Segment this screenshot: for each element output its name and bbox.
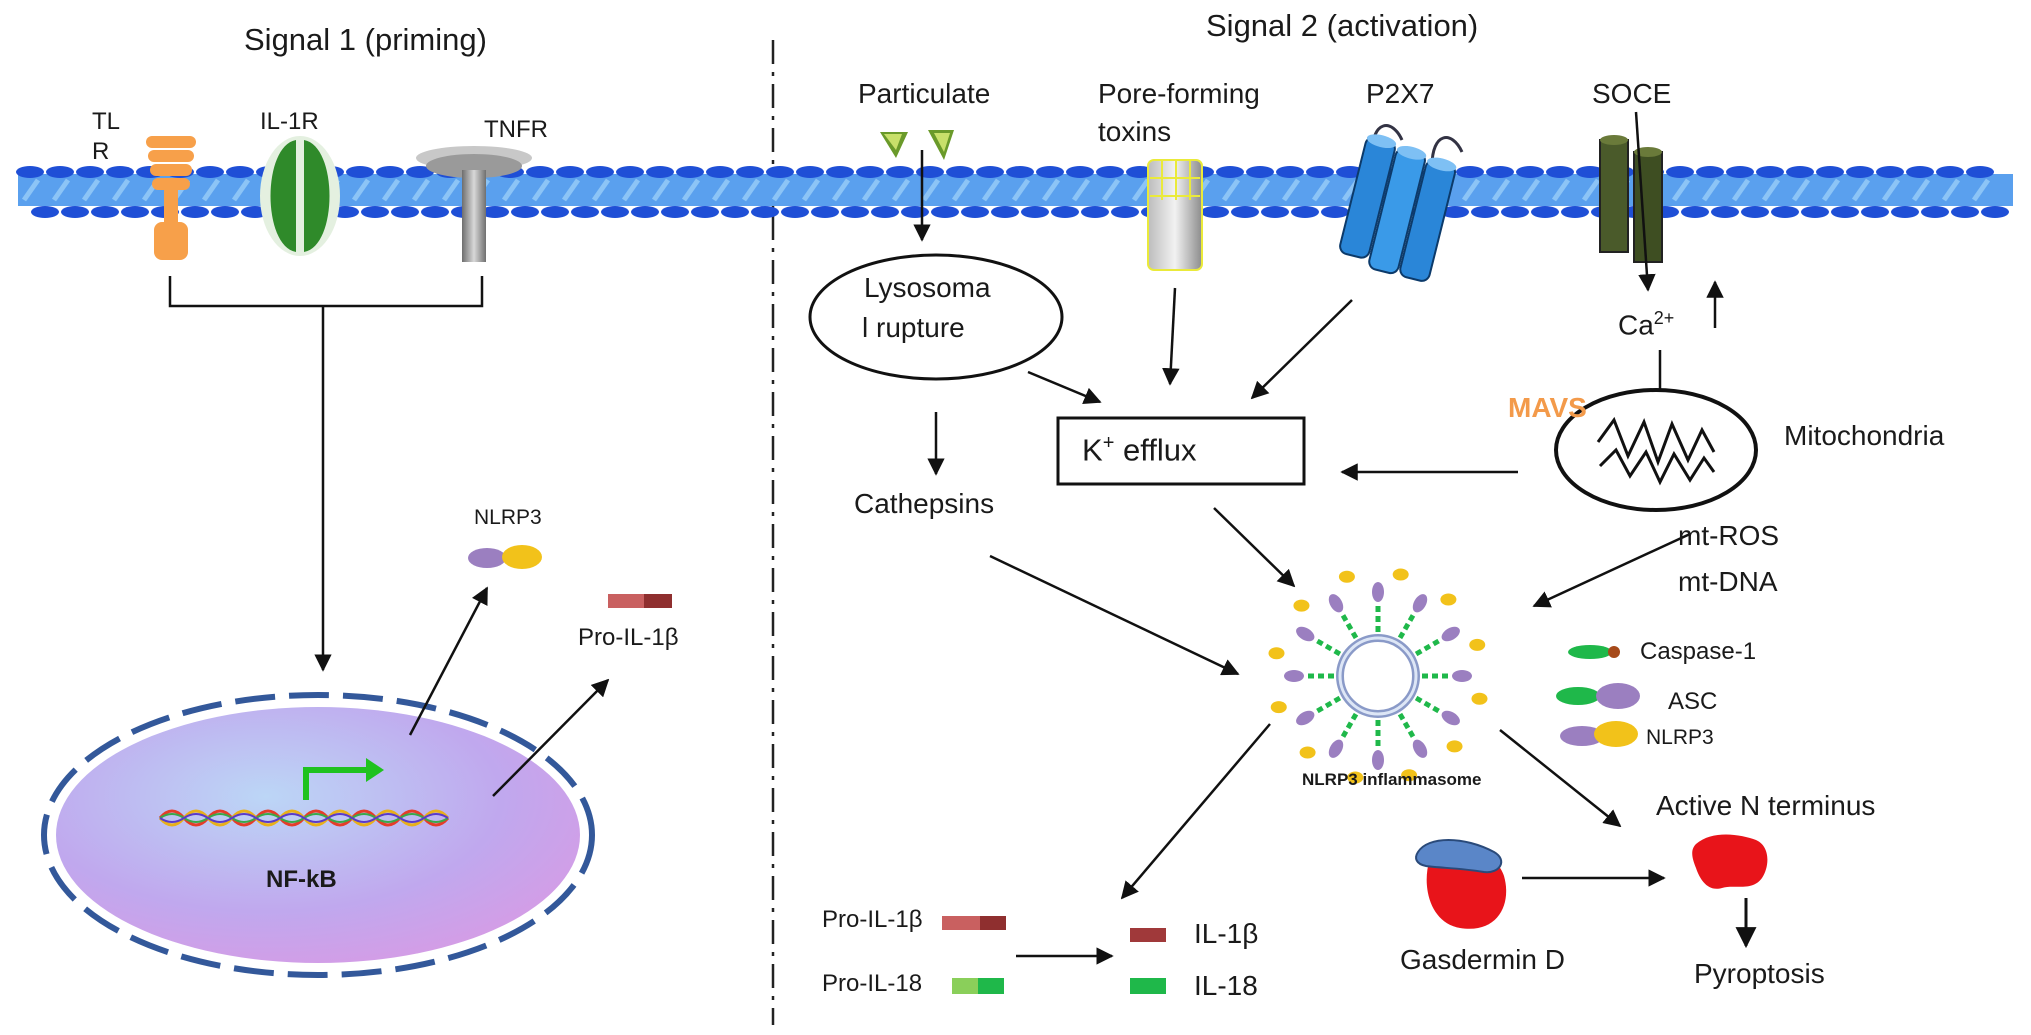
active-n-terminus-icon [1692, 834, 1768, 889]
soce-channel [1599, 135, 1663, 263]
tlr-receptor [146, 136, 196, 260]
arrow-kefflux-to-inflammasome [1213, 507, 1296, 588]
pyroptosis-label: Pyroptosis [1694, 958, 1825, 989]
tnfr-label: TNFR [484, 116, 548, 143]
gasdermin-d-label: Gasdermin D [1400, 944, 1565, 975]
caspase1-legend-icon [1568, 645, 1620, 659]
k-efflux-label: K+ efflux [1082, 432, 1197, 468]
mt-dna-label: mt-DNA [1678, 566, 1778, 597]
pore-forming-toxin [1147, 159, 1203, 271]
nlrp3-label: NLRP3 [474, 506, 542, 529]
mt-ros-label: mt-ROS [1678, 520, 1780, 551]
lysosome-ellipse [808, 253, 1064, 381]
arrow-soce-to-ca [1634, 111, 1656, 292]
cathepsins-label: Cathepsins [854, 488, 995, 519]
arrow-pore-to-kefflux [1162, 287, 1180, 386]
p2x7-label: P2X7 [1366, 78, 1435, 109]
tlr-label-line2: R [92, 138, 110, 165]
transcription-start-arrow [303, 767, 370, 800]
il18-bar [1130, 978, 1166, 994]
signal1-title: Signal 1 (priming) [244, 22, 487, 57]
il18-label: IL-18 [1194, 970, 1258, 1001]
pro-il1b-label: Pro-IL-1β [578, 624, 679, 651]
asc-label: ASC [1668, 688, 1718, 715]
transcription-arrowhead [366, 758, 384, 782]
il1b-label: IL-1β [1194, 918, 1259, 949]
particulate-label: Particulate [858, 78, 991, 109]
pore-forming-label-line1: Pore-forming [1098, 78, 1260, 109]
pro-il18-bottom-label: Pro-IL-18 [822, 970, 923, 997]
nlrp3-legend-icon [1560, 721, 1638, 747]
arrow-inflammasome-to-il [1120, 723, 1271, 900]
soce-label: SOCE [1592, 78, 1672, 109]
nlrp3-legend-label: NLRP3 [1646, 726, 1714, 749]
inflammasome-label: NLRP3 inflammasome [1302, 770, 1482, 789]
dna-helix [158, 809, 450, 827]
receptor-bracket [168, 276, 484, 308]
pro-il1b-bottom-label: Pro-IL-1β [822, 906, 923, 933]
active-n-terminus-label: Active N terminus [1656, 790, 1876, 821]
arrow-lysosome-to-kefflux [1027, 370, 1102, 405]
caspase1-label: Caspase-1 [1640, 638, 1757, 665]
pro-il1b-bar-bottom [942, 916, 1006, 930]
il1r-label: IL-1R [260, 108, 319, 135]
pore-forming-label-line2: toxins [1098, 116, 1172, 147]
nlrp3-icon [468, 545, 542, 569]
arrow-nucleus-to-nlrp3 [408, 586, 489, 736]
asc-legend-icon [1556, 683, 1640, 709]
calcium-label: Ca2+ [1618, 308, 1675, 341]
arrow-nucleus-to-pro-il1b [492, 678, 610, 797]
lysosomal-label-line1: Lysosoma [864, 272, 991, 303]
nucleus [41, 692, 595, 978]
mitochondrion [1554, 388, 1758, 512]
mavs-label: MAVS [1508, 392, 1587, 423]
k-efflux-box [1056, 416, 1306, 486]
mitochondria-label: Mitochondria [1784, 420, 1945, 451]
nfkb-label: NF-kB [266, 866, 337, 893]
nlrp3-inflammasome [1268, 568, 1488, 784]
arrow-p2x7-to-kefflux [1250, 299, 1353, 400]
gasdermin-d-icon [1415, 839, 1507, 929]
arrow-mtros-to-inflammasome [1532, 532, 1691, 608]
p2x7-channel [1339, 124, 1464, 282]
tlr-label-line1: TL [92, 108, 121, 135]
lysosomal-label-line2: l rupture [862, 312, 965, 343]
particulate-icon [880, 130, 954, 160]
pro-il18-bar-bottom [952, 978, 1004, 994]
arrow-cathepsins-to-inflammasome [989, 554, 1240, 676]
arrow-inflammasome-to-active-n [1499, 729, 1622, 828]
tnfr-receptor [416, 146, 532, 262]
il1b-bar [1130, 928, 1166, 942]
signal2-title: Signal 2 (activation) [1206, 8, 1479, 43]
pro-il1b-bar [608, 594, 672, 608]
il1r-receptor [260, 136, 340, 256]
